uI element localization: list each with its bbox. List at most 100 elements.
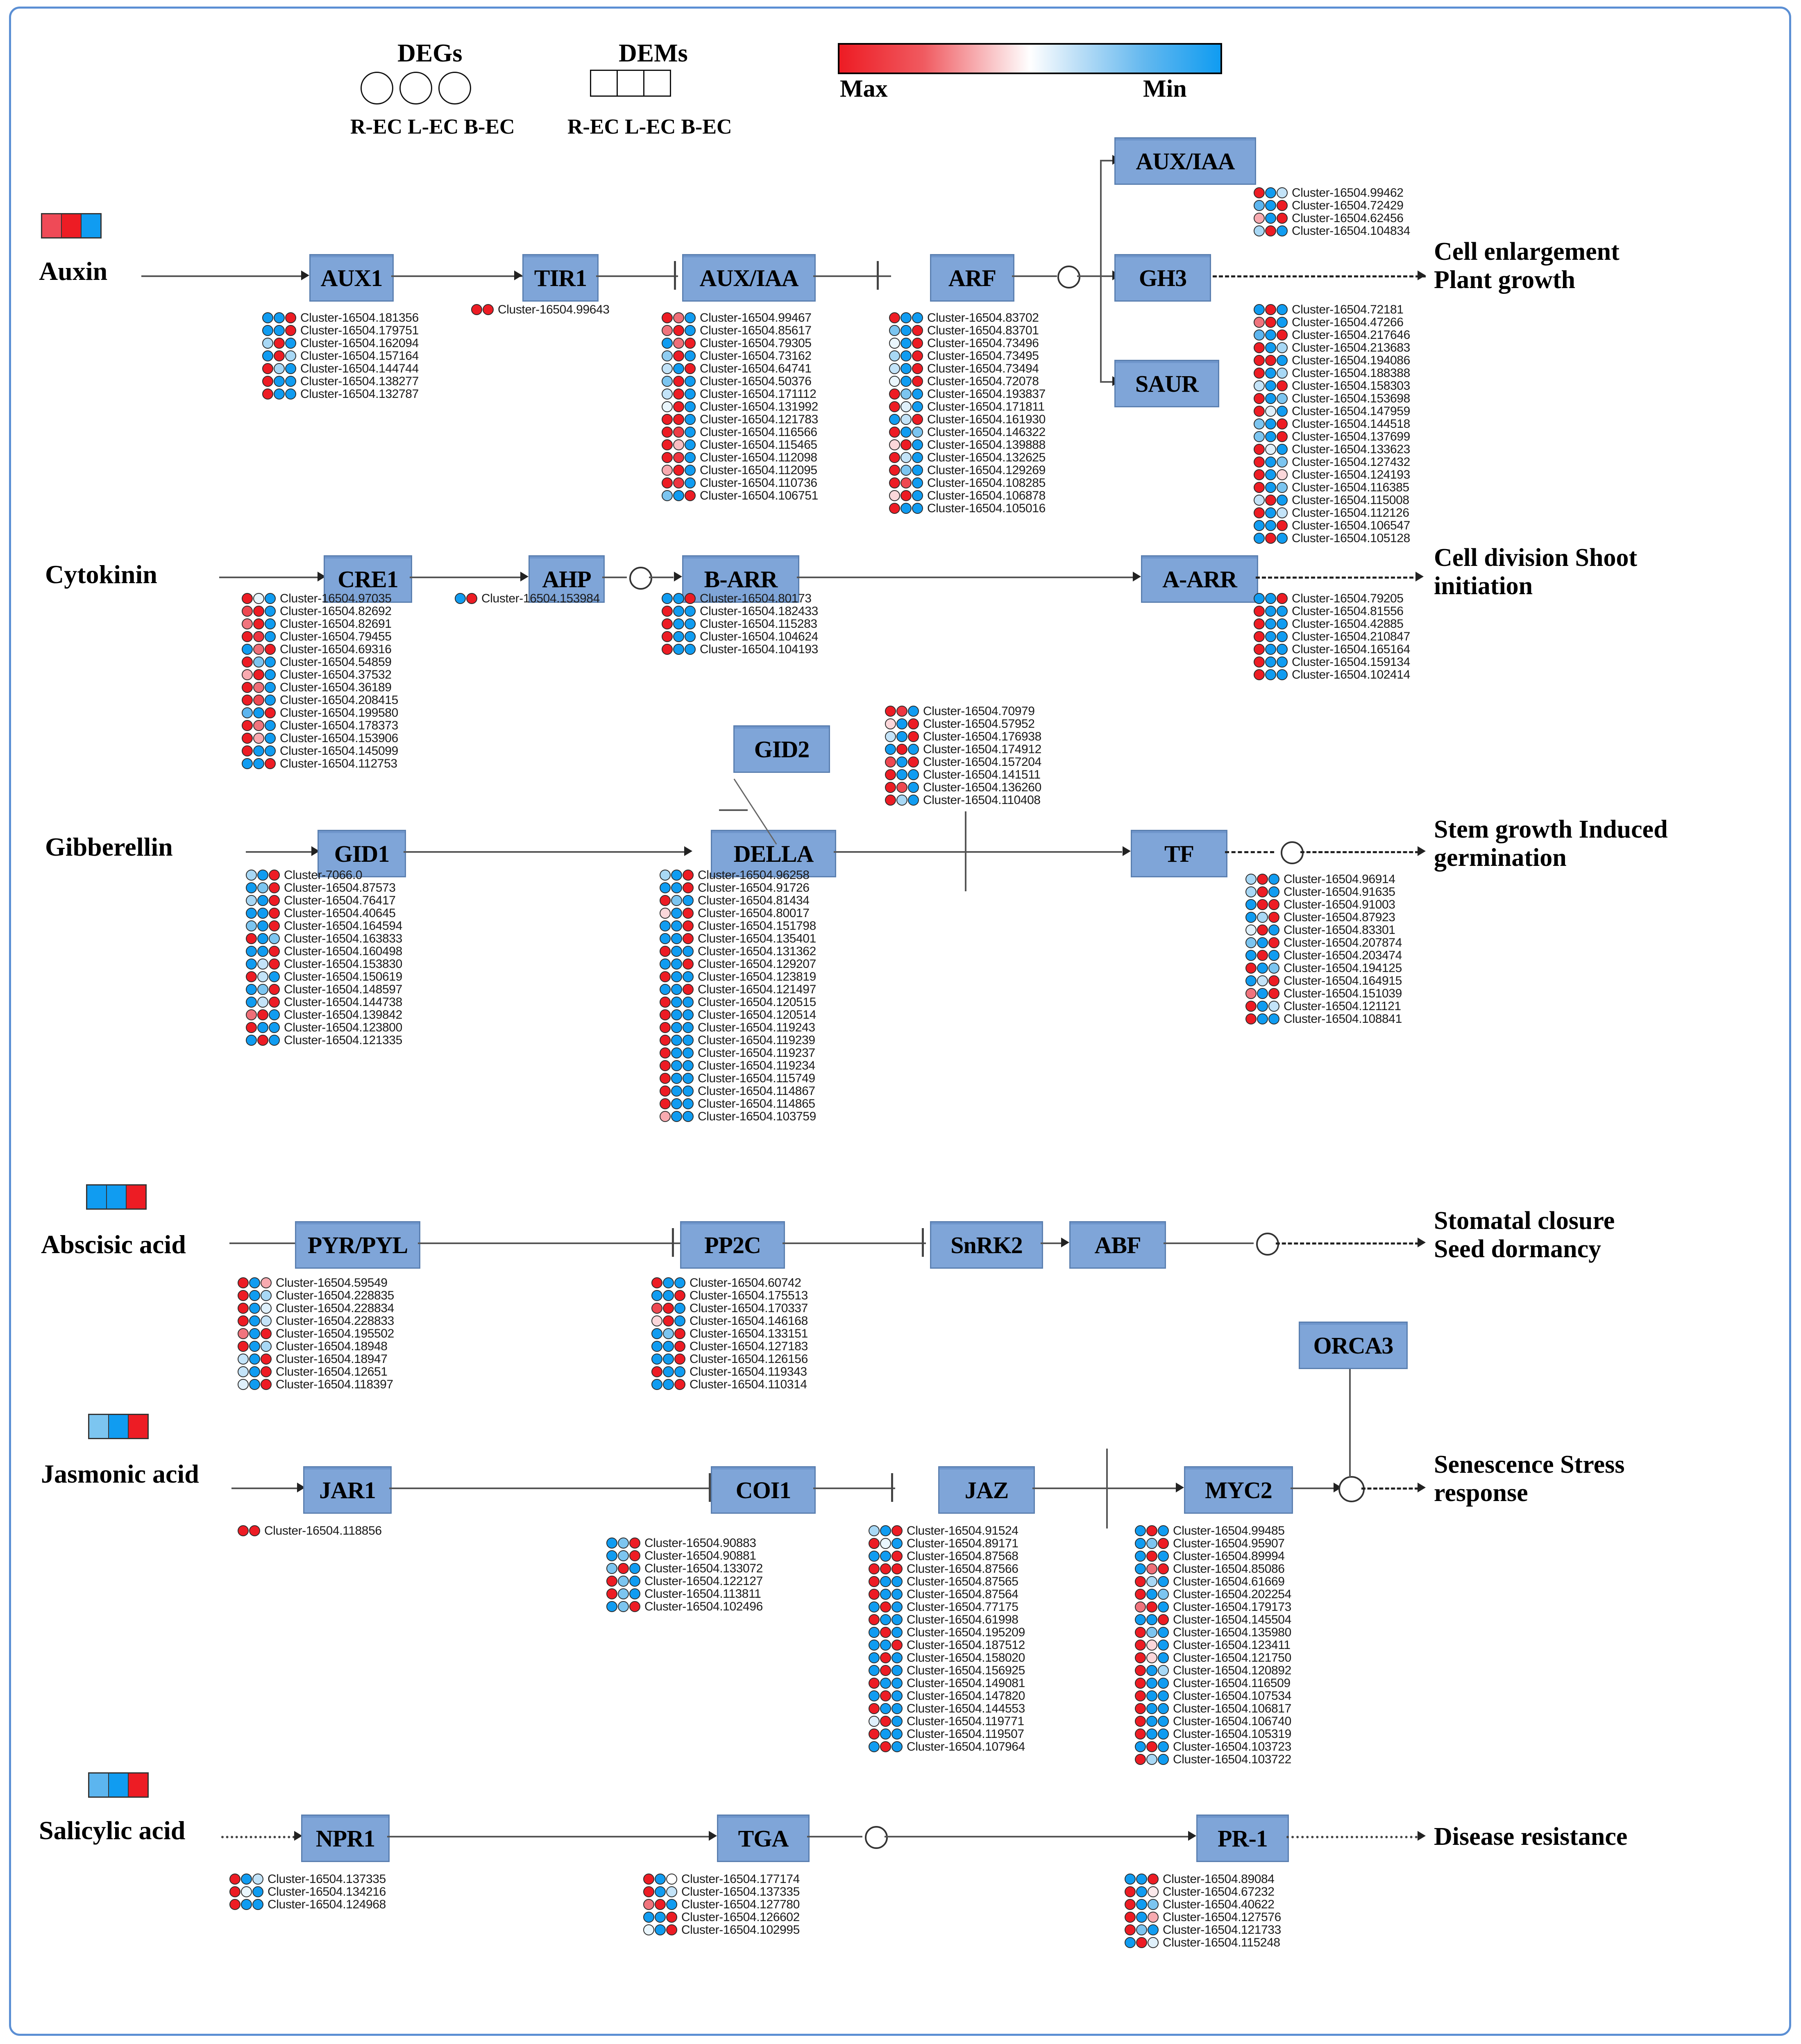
gene-box-gid1[interactable]: GID1 bbox=[318, 830, 406, 877]
expression-dots bbox=[643, 1899, 678, 1910]
expression-dot bbox=[1268, 1013, 1279, 1024]
cluster-id: Cluster-16504.73162 bbox=[700, 349, 812, 363]
expression-dots bbox=[1254, 469, 1288, 480]
gene-box-jaz[interactable]: JAZ bbox=[938, 1466, 1035, 1514]
cluster-row: Cluster-16504.37532 bbox=[242, 668, 398, 681]
expression-dot bbox=[869, 1652, 880, 1663]
cluster-row: Cluster-16504.62456 bbox=[1254, 211, 1410, 225]
expression-dot bbox=[1254, 644, 1265, 655]
cluster-row: Cluster-16504.64741 bbox=[662, 362, 818, 375]
cluster-id: Cluster-16504.145099 bbox=[280, 744, 398, 758]
gene-box-orca3[interactable]: ORCA3 bbox=[1299, 1322, 1408, 1369]
connector-line bbox=[219, 577, 322, 578]
gene-box-coi1[interactable]: COI1 bbox=[711, 1466, 816, 1514]
gene-box-arf[interactable]: ARF bbox=[930, 254, 1014, 302]
expression-dot bbox=[242, 695, 253, 706]
gene-box-tga[interactable]: TGA bbox=[717, 1815, 810, 1862]
cluster-row: Cluster-16504.179751 bbox=[262, 324, 419, 337]
expression-dots bbox=[660, 1086, 694, 1097]
expression-dot bbox=[1146, 1640, 1157, 1651]
cluster-row: Cluster-16504.110408 bbox=[885, 793, 1041, 807]
gene-box-jar1[interactable]: JAR1 bbox=[303, 1466, 392, 1514]
expression-dot bbox=[261, 1341, 272, 1352]
cluster-id: Cluster-16504.121497 bbox=[698, 982, 816, 996]
gene-box-pp2c[interactable]: PP2C bbox=[680, 1221, 785, 1269]
cluster-id: Cluster-16504.115749 bbox=[698, 1071, 815, 1085]
expression-dot bbox=[1158, 1678, 1169, 1689]
gene-box-snrk2[interactable]: SnRK2 bbox=[930, 1221, 1043, 1269]
expression-dot bbox=[265, 758, 276, 769]
gene-box-auxiaa[interactable]: AUX/IAA bbox=[682, 254, 816, 302]
expression-dot bbox=[274, 325, 285, 336]
cluster-id: Cluster-16504.59549 bbox=[276, 1276, 388, 1290]
expression-dots bbox=[662, 490, 696, 501]
expression-dot bbox=[249, 1525, 260, 1536]
gene-box-npr1[interactable]: NPR1 bbox=[301, 1815, 390, 1862]
expression-dot bbox=[685, 644, 696, 655]
gene-box-saur[interactable]: SAUR bbox=[1114, 360, 1219, 407]
cluster-id: Cluster-16504.87564 bbox=[907, 1587, 1018, 1601]
expression-dot bbox=[880, 1551, 891, 1562]
expression-dot bbox=[242, 644, 253, 655]
expression-dots bbox=[1135, 1601, 1169, 1612]
gene-box-della[interactable]: DELLA bbox=[711, 830, 836, 877]
expression-dots bbox=[1125, 1912, 1159, 1923]
cluster-row: Cluster-16504.144553 bbox=[869, 1702, 1025, 1715]
expression-dot bbox=[242, 593, 253, 604]
expression-dot bbox=[869, 1690, 880, 1701]
cluster-row: Cluster-16504.119243 bbox=[660, 1021, 816, 1034]
connector-line-vertical bbox=[965, 811, 966, 891]
expression-dot bbox=[673, 363, 684, 374]
gene-box-cre1[interactable]: CRE1 bbox=[324, 555, 412, 603]
expression-dot bbox=[265, 618, 276, 629]
gene-box-abf[interactable]: ABF bbox=[1069, 1221, 1166, 1269]
cluster-id: Cluster-16504.91726 bbox=[698, 881, 810, 895]
gene-box-auxiaa-out[interactable]: AUX/IAA bbox=[1114, 137, 1256, 185]
cluster-row: Cluster-16504.171112 bbox=[662, 387, 818, 401]
expression-dot bbox=[889, 350, 900, 361]
expression-dot bbox=[1146, 1601, 1157, 1612]
cluster-row: Cluster-16504.145099 bbox=[242, 744, 398, 758]
expression-dot bbox=[274, 338, 285, 349]
expression-dot bbox=[1254, 631, 1265, 642]
gene-box-aarr[interactable]: A-ARR bbox=[1141, 555, 1258, 603]
cluster-id: Cluster-16504.79205 bbox=[1292, 591, 1404, 605]
gene-box-aux1[interactable]: AUX1 bbox=[309, 254, 394, 302]
expression-dot bbox=[880, 1563, 891, 1574]
expression-dot bbox=[660, 1098, 671, 1109]
gene-box-myc2[interactable]: MYC2 bbox=[1184, 1466, 1293, 1514]
expression-dot bbox=[891, 1538, 903, 1549]
cluster-id: Cluster-16504.91524 bbox=[907, 1524, 1018, 1538]
connector-dotted bbox=[1286, 1836, 1418, 1838]
gene-box-gid2[interactable]: GID2 bbox=[733, 725, 830, 773]
gene-box-gh3[interactable]: GH3 bbox=[1114, 254, 1211, 302]
expression-dot bbox=[269, 984, 280, 995]
gene-box-ahp[interactable]: AHP bbox=[529, 555, 605, 603]
expression-dots bbox=[1254, 507, 1288, 518]
expression-dot bbox=[1158, 1741, 1169, 1752]
gene-box-pyrpyl[interactable]: PYR/PYL bbox=[295, 1221, 420, 1269]
inhibition-bar bbox=[877, 261, 879, 290]
expression-dot bbox=[1146, 1538, 1157, 1549]
expression-dot bbox=[683, 1098, 694, 1109]
expression-dots bbox=[660, 1022, 694, 1033]
expression-dots bbox=[1254, 631, 1288, 642]
gene-box-pr1[interactable]: PR-1 bbox=[1196, 1815, 1289, 1862]
expression-dots bbox=[246, 1009, 280, 1020]
gene-box-tir1[interactable]: TIR1 bbox=[522, 254, 599, 302]
expression-dot bbox=[683, 1111, 694, 1122]
gene-box-tf[interactable]: TF bbox=[1131, 830, 1227, 877]
expression-dots bbox=[869, 1525, 903, 1536]
gene-box-barr[interactable]: B-ARR bbox=[682, 555, 799, 603]
expression-dot bbox=[1257, 1001, 1268, 1012]
expression-dot bbox=[889, 427, 900, 438]
expression-dot bbox=[253, 720, 264, 731]
connector-line bbox=[387, 1836, 711, 1837]
cluster-id: Cluster-16504.146168 bbox=[690, 1314, 808, 1328]
cluster-id: Cluster-16504.103723 bbox=[1173, 1740, 1291, 1753]
cluster-row: Cluster-16504.203474 bbox=[1245, 949, 1402, 962]
cluster-id: Cluster-16504.116566 bbox=[700, 425, 817, 439]
expression-dots bbox=[889, 439, 923, 450]
expression-dot bbox=[869, 1551, 880, 1562]
cluster-id: Cluster-16504.147959 bbox=[1292, 404, 1410, 418]
